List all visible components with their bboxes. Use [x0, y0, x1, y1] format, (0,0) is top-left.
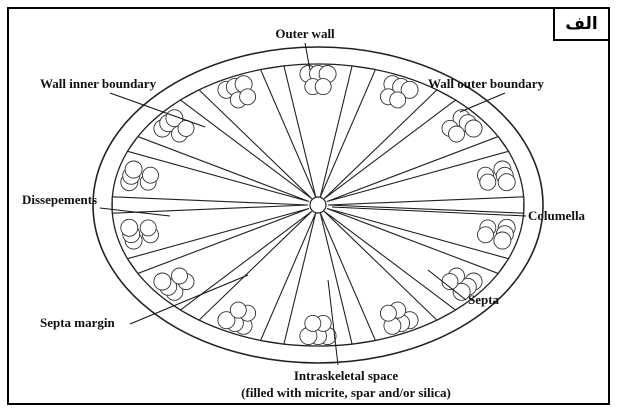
- dissepiment-cluster: [218, 302, 256, 334]
- dissepiment-cluster: [121, 219, 159, 249]
- dissepiment: [498, 174, 515, 191]
- label-intraskeletal-space-detail: (filled with micrite, spar and/or silica…: [241, 385, 451, 400]
- dissepiment: [230, 302, 246, 318]
- dissepiment: [140, 220, 156, 236]
- dissepiment: [305, 315, 321, 331]
- dissepiment-cluster: [218, 76, 256, 108]
- coral-geometry: [93, 47, 543, 363]
- dissepiment: [178, 120, 194, 136]
- dissepiment-cluster: [300, 65, 336, 94]
- dissepiment: [380, 305, 396, 321]
- dissepiment: [315, 79, 331, 95]
- label-intraskeletal-space: Intraskeletal space: [294, 368, 399, 383]
- label-septa: Septa: [468, 292, 500, 307]
- dissepiment: [172, 268, 188, 284]
- septum: [328, 197, 524, 213]
- dissepiment-cluster: [380, 76, 418, 108]
- dissepiment: [390, 92, 406, 108]
- label-wall-outer-boundary: Wall outer boundary: [428, 76, 545, 91]
- label-wall-inner-boundary: Wall inner boundary: [40, 76, 157, 91]
- label-columella: Columella: [528, 208, 586, 223]
- label-dissepements: Dissepements: [22, 192, 97, 207]
- label-outer-wall: Outer wall: [275, 26, 335, 41]
- dissepiment: [465, 120, 482, 137]
- septum: [112, 197, 308, 213]
- dissepiment-cluster: [478, 219, 516, 249]
- dissepiment: [143, 167, 159, 183]
- dissepiment: [494, 232, 511, 249]
- leader-line: [460, 93, 505, 112]
- dissepiment-cluster: [121, 161, 159, 191]
- columella: [310, 197, 326, 213]
- dissepiment: [125, 161, 142, 178]
- dissepiment: [154, 273, 171, 290]
- dissepiment: [449, 126, 465, 142]
- figure-badge: الف: [553, 7, 610, 41]
- dissepiment-cluster: [300, 315, 336, 344]
- label-septa-margin: Septa margin: [40, 315, 116, 330]
- dissepiment: [240, 89, 256, 105]
- dissepiment: [121, 219, 138, 236]
- dissepiment-cluster: [380, 302, 418, 334]
- dissepiment-cluster: [478, 161, 516, 191]
- dissepiment: [478, 227, 494, 243]
- dissepiment: [480, 174, 496, 190]
